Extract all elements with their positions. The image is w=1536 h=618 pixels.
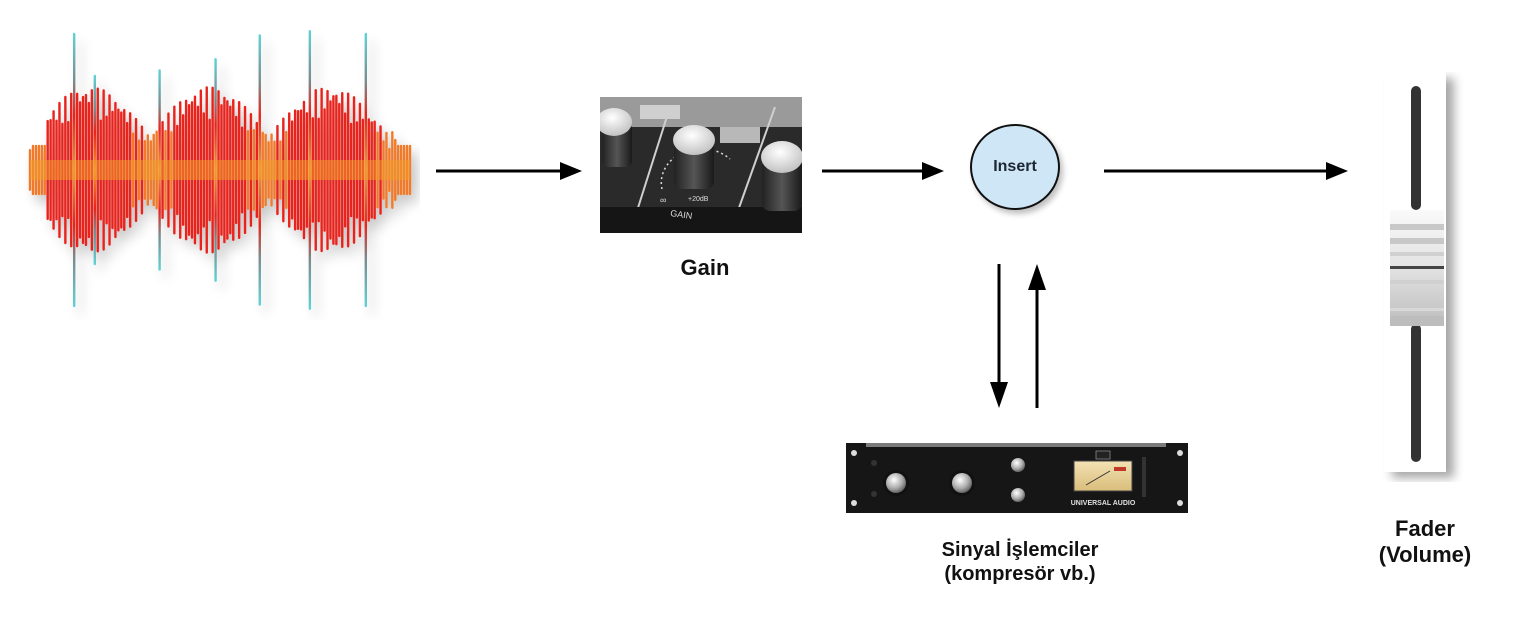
processors-label: Sinyal İşlemciler (kompresör vb.) [900,538,1140,586]
fader-label-line2: (Volume) [1378,542,1472,568]
insert-label: Insert [993,158,1037,175]
arrow-gain-to-insert [822,162,944,180]
audio-waveform-icon [20,20,420,320]
fader-label-line1: Fader [1395,516,1455,541]
arrow-source-to-gain [436,162,582,180]
arrow-insert-to-processors [990,264,1008,408]
fader-label: Fader (Volume) [1360,516,1490,569]
arrow-insert-to-fader [1104,162,1348,180]
compressor-brand-text: UNIVERSAL AUDIO [1071,500,1136,507]
processors-label-line1: Sinyal İşlemciler [941,539,1099,561]
gain-knob-label: GAIN [670,208,693,221]
gain-knob-min-mark: ∞ [660,195,666,205]
channel-fader-icon [1382,72,1472,482]
gain-knob-max-mark: +20dB [688,196,709,203]
processors-label-line2: (kompresör vb.) [944,563,1096,585]
insert-node: Insert [970,124,1060,210]
waveform-core [30,160,410,180]
rack-compressor-photo: UNIVERSAL AUDIO [846,443,1188,513]
arrow-processors-to-insert [1028,264,1046,408]
gain-knob-photo: ∞ +20dB GAIN [600,97,802,233]
gain-label: Gain [680,255,730,280]
